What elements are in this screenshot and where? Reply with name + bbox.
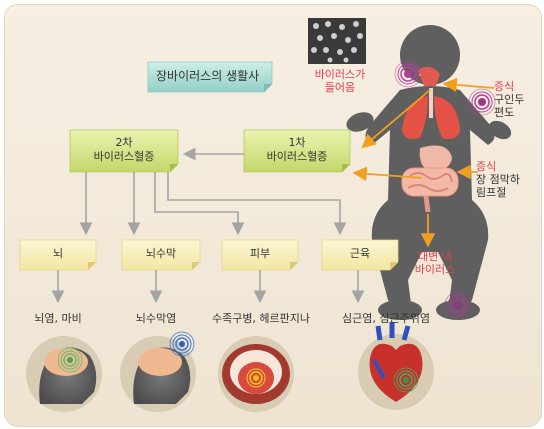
target-throat — [468, 88, 496, 116]
intestines — [401, 167, 459, 213]
organ-notes — [19, 239, 399, 271]
entry-label-line2: 들어옴 — [324, 81, 356, 94]
disease-muscle: 심근염, 심근주위염 — [342, 312, 430, 325]
gut-replication-line2: 림프절 — [476, 186, 507, 199]
gut-replication-line1: 장 점막하 — [476, 173, 520, 186]
viremia-2-line2: 바이러스혈증 — [93, 150, 155, 163]
gut-replication-label: 증식 장 점막하 림프절 — [476, 160, 520, 199]
viremia-box-2 — [69, 129, 179, 173]
lungs — [402, 88, 460, 139]
throat-replication-line1: 구인두 — [494, 93, 525, 106]
viremia-2-line1: 2차 — [115, 136, 133, 149]
target-mouth — [394, 60, 422, 88]
stomach — [419, 145, 452, 171]
viremia-box-1 — [243, 129, 351, 173]
disease-skin: 수족구병, 헤르판지나 — [211, 312, 311, 325]
throat-replication-title: 증식 — [494, 80, 515, 93]
child-silhouette — [346, 25, 512, 320]
virus-micrograph — [308, 18, 366, 64]
gray-arrows — [51, 147, 365, 304]
viremia-2-label: 2차 바이러스혈증 — [70, 136, 178, 164]
entry-label-line1: 바이러스가 — [314, 68, 366, 81]
viremia-1-line2: 바이러스혈증 — [266, 150, 328, 163]
organ-skin: 피부 — [249, 247, 271, 260]
feces-virus-line2: 바이러스 — [414, 263, 456, 276]
organ-muscle: 근육 — [349, 247, 371, 260]
throat-replication-label: 증식 구인두 편도 — [494, 80, 524, 119]
disease-brain: 뇌염, 마비 — [34, 312, 82, 325]
gut-replication-title: 증식 — [476, 160, 497, 173]
feces-virus-label: 대변 내 바이러스 — [410, 250, 460, 276]
orange-arrows — [352, 74, 495, 248]
organ-meninges: 뇌수막 — [145, 247, 177, 260]
head-brain-illustration-2 — [120, 331, 196, 412]
viremia-1-line1: 1차 — [288, 136, 306, 149]
throat-region — [418, 66, 440, 86]
head-brain-illustration-1 — [26, 336, 102, 412]
entry-label: 바이러스가 들어옴 — [304, 68, 376, 94]
throat-replication-line2: 편도 — [494, 106, 515, 119]
target-feces — [444, 291, 472, 319]
viremia-1-label: 1차 바이러스혈증 — [244, 136, 350, 164]
disease-meninges: 뇌수막염 — [135, 312, 177, 325]
organ-brain: 뇌 — [52, 247, 64, 260]
heart-illustration — [358, 322, 434, 410]
title-tag — [147, 61, 273, 93]
diagram-title: 장바이러스의 생활사 — [156, 69, 260, 83]
mouth-illustration — [218, 336, 294, 412]
feces-virus-line1: 대변 내 — [418, 250, 452, 263]
